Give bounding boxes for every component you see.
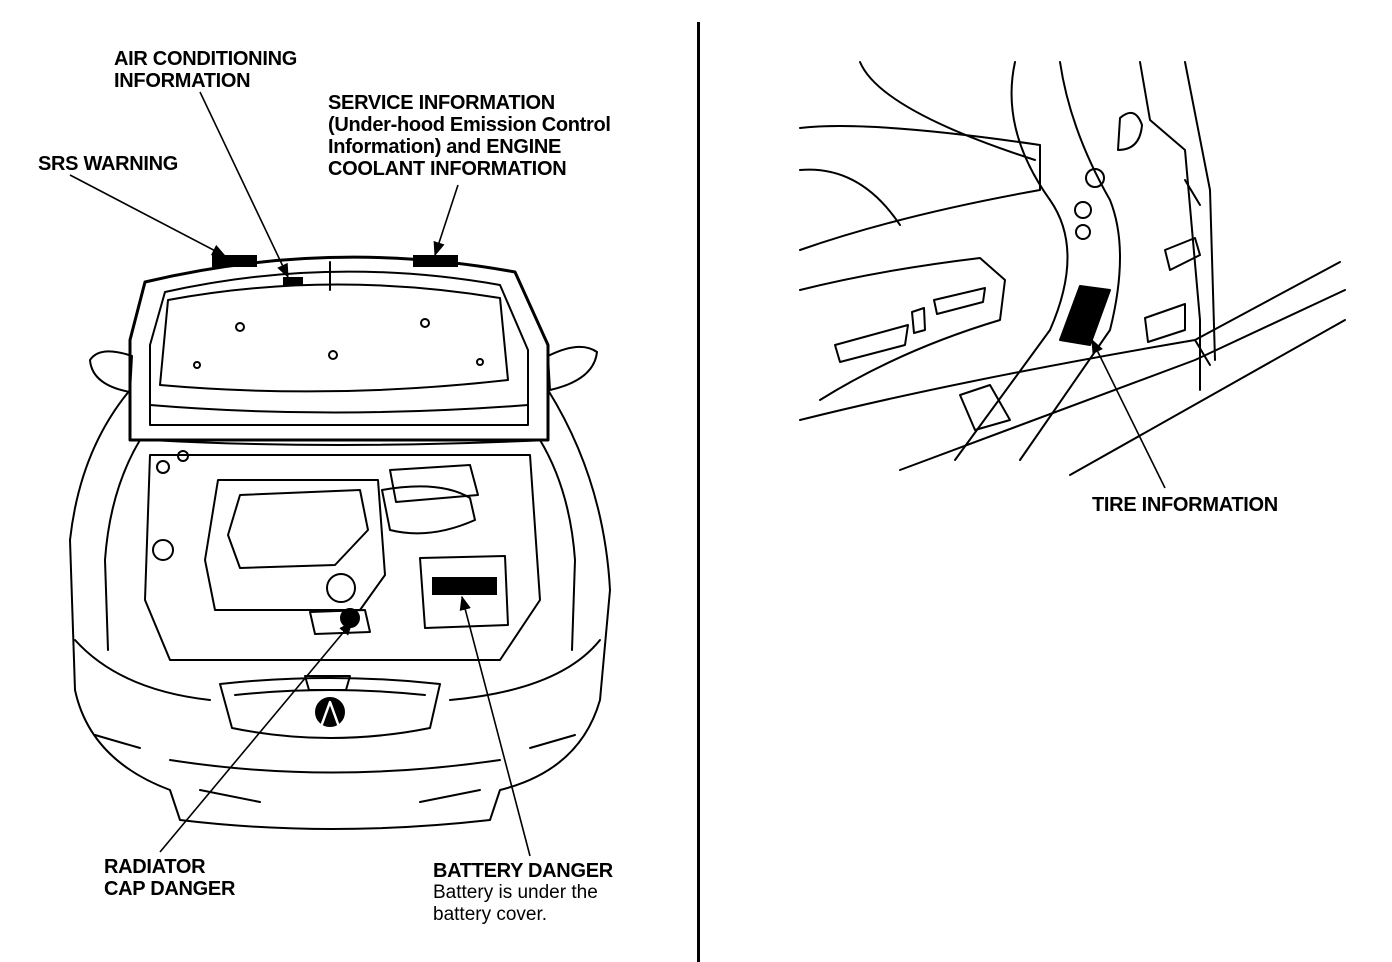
leader-lines-right <box>1091 338 1166 489</box>
srs-label-patch <box>212 255 257 267</box>
tire-info-label: TIRE INFORMATION <box>1092 494 1278 516</box>
ac-info-label: AIR CONDITIONING INFORMATION <box>114 48 297 92</box>
battery-note: Battery is under the battery cover. <box>433 882 598 925</box>
car-front-drawing <box>69 255 611 830</box>
battery-label-patch <box>432 577 497 595</box>
leader-lines-left <box>69 91 531 857</box>
ac-label-patch <box>283 277 303 286</box>
service-label-patch <box>413 255 458 267</box>
tire-label-patch <box>1059 285 1111 346</box>
battery-danger-label: BATTERY DANGER <box>433 860 613 882</box>
srs-warning-label: SRS WARNING <box>38 153 179 175</box>
door-jamb-drawing <box>799 61 1346 476</box>
service-info-label: SERVICE INFORMATION (Under-hood Emission… <box>328 92 611 180</box>
page-divider <box>697 22 700 962</box>
radiator-cap-label: RADIATOR CAP DANGER <box>104 856 236 900</box>
